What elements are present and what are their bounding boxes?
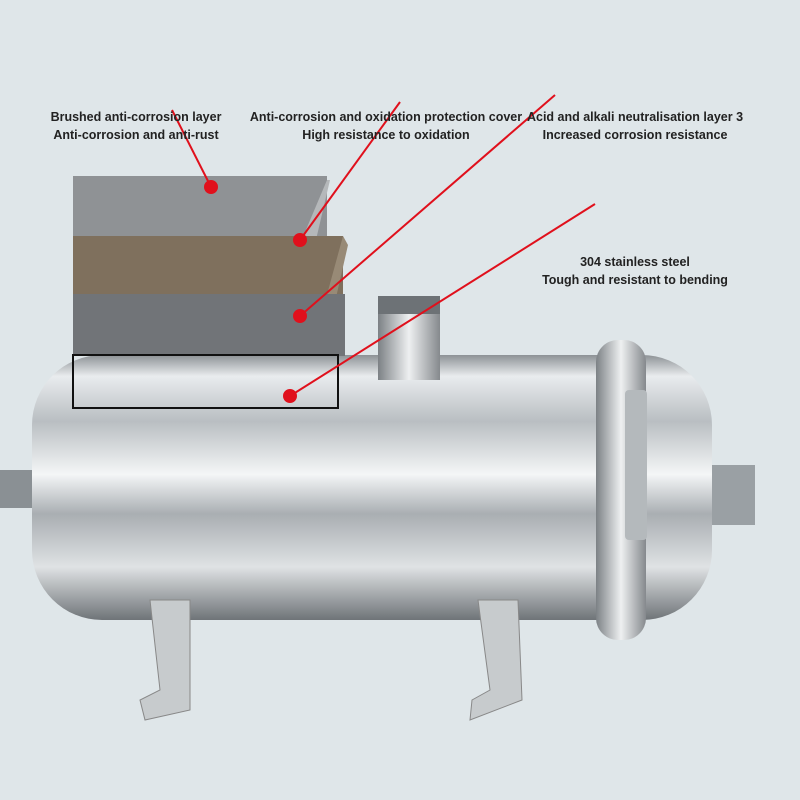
annotation-oxidation-cover: Anti-corrosion and oxidation protection …	[250, 108, 522, 144]
annotation-title: Brushed anti-corrosion layer	[50, 110, 222, 124]
pointer-dot-1	[204, 180, 218, 194]
layer-neutralisation	[73, 294, 345, 356]
annotation-title: Anti-corrosion and oxidation protection …	[249, 110, 523, 124]
annotation-subtitle: High resistance to oxidation	[302, 128, 470, 142]
layer-steel-outline	[72, 354, 339, 409]
right-foot	[469, 599, 523, 721]
annotation-subtitle: Increased corrosion resistance	[542, 128, 728, 142]
pointer-dot-4	[283, 389, 297, 403]
pointer-line-2	[299, 101, 401, 241]
pointer-line-4	[289, 203, 596, 397]
annotation-brushed-layer: Brushed anti-corrosion layer Anti-corros…	[51, 108, 222, 144]
layer-oxidation-cover	[73, 236, 343, 302]
pointer-dot-2	[293, 233, 307, 247]
clamp-latch	[625, 390, 647, 540]
annotation-stainless-steel: 304 stainless steel Tough and resistant …	[542, 253, 728, 289]
annotation-subtitle: Tough and resistant to bending	[542, 273, 728, 287]
pointer-dot-3	[293, 309, 307, 323]
layer-brushed	[73, 176, 327, 244]
left-foot	[139, 599, 191, 721]
tank-body	[32, 355, 712, 620]
annotation-title: Acid and alkali neutralisation layer 3	[526, 110, 744, 124]
annotation-neutralisation-layer: Acid and alkali neutralisation layer 3 I…	[527, 108, 743, 144]
right-pipe	[705, 465, 755, 525]
port-cap	[378, 296, 440, 314]
pointer-line-1	[171, 109, 212, 188]
annotation-subtitle: Anti-corrosion and anti-rust	[53, 128, 219, 142]
annotation-title: 304 stainless steel	[580, 255, 690, 269]
pointer-line-3	[299, 94, 556, 317]
